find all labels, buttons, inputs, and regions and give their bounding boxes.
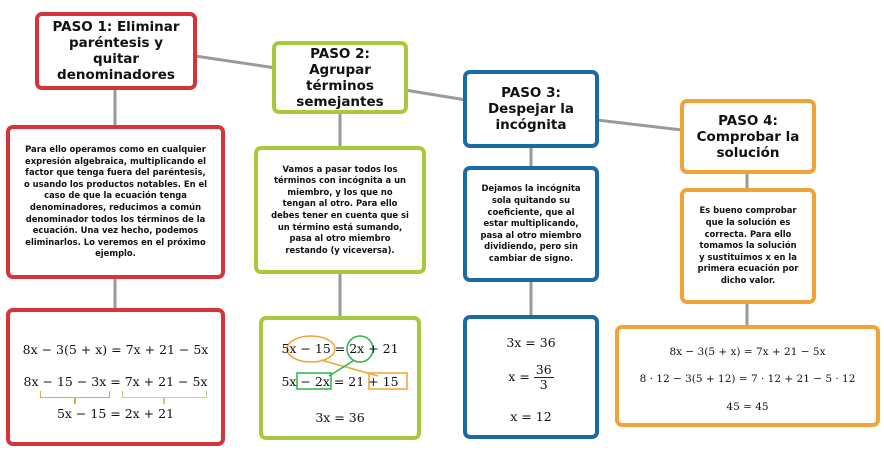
step1-green-stem <box>163 398 165 404</box>
connector-step3-step4 <box>596 118 683 132</box>
step4-example-box: 8x − 3(5 + x) = 7x + 21 − 5x 8 · 12 − 3(… <box>615 325 880 427</box>
step1-example-line1: 8x − 3(5 + x) = 7x + 21 − 5x <box>22 342 209 357</box>
step3-description-box: Dejamos la incógnita sola quitando su co… <box>463 166 599 282</box>
step4-title: PASO 4: Comprobar la solución <box>696 112 800 161</box>
step3-example-box: 3x = 36 x = 36 3 x = 12 <box>463 315 599 439</box>
step3-example-line3: x = 12 <box>510 409 552 424</box>
step2-example-line2: 5x − 2x = 21 + 15 <box>281 374 399 389</box>
step4-description-box: Es bueno comprobar que la solución es co… <box>680 188 816 304</box>
step3-fraction-denominator: 3 <box>539 377 548 392</box>
step2-example-box: 5x − 15 = 2x + 21 5x − 2x = 21 + 15 3x =… <box>259 316 421 440</box>
step3-description: Dejamos la incógnita sola quitando su co… <box>480 183 582 263</box>
step4-example-line3: 45 = 45 <box>726 401 769 413</box>
step2-annotations <box>286 335 408 390</box>
step1-title-box: PASO 1: Eliminar paréntesis y quitar den… <box>35 12 197 90</box>
step3-fraction: 36 3 <box>533 362 554 392</box>
step2-title-box: PASO 2: Agrupar términos semejantes <box>272 41 408 114</box>
step2-description-box: Vamos a pasar todos los términos con inc… <box>254 146 426 274</box>
step1-example-line2: 8x − 15 − 3x = 7x + 21 − 5x <box>23 374 208 389</box>
step4-title-box: PASO 4: Comprobar la solución <box>680 99 816 174</box>
step1-title: PASO 1: Eliminar paréntesis y quitar den… <box>52 19 180 83</box>
step2-example-line1: 5x − 15 = 2x + 21 <box>281 341 399 356</box>
step1-description: Para ello operamos como en cualquier exp… <box>23 144 208 259</box>
step1-orange-stem <box>74 398 76 404</box>
step2-description: Vamos a pasar todos los términos con inc… <box>271 163 409 255</box>
step3-title: PASO 3: Despejar la incógnita <box>487 85 575 133</box>
step3-line2-lhs: x = <box>508 369 530 384</box>
step3-example-line2: x = 36 3 <box>467 363 595 392</box>
step4-example-line2: 8 · 12 − 3(5 + 12) = 7 · 12 + 21 − 5 · 1… <box>639 373 856 385</box>
step3-fraction-numerator: 36 <box>533 362 554 378</box>
step4-example-line1: 8x − 3(5 + x) = 7x + 21 − 5x <box>669 346 826 358</box>
step1-orange-bracket <box>40 391 110 398</box>
connector-step2-step3 <box>404 88 467 102</box>
step2-example-line3: 3x = 36 <box>315 410 365 425</box>
step1-example-box: 8x − 3(5 + x) = 7x + 21 − 5x 8x − 15 − 3… <box>6 308 225 446</box>
step1-green-bracket <box>122 391 207 398</box>
step3-title-box: PASO 3: Despejar la incógnita <box>463 70 599 148</box>
step3-example-line1: 3x = 36 <box>506 335 556 350</box>
step4-description: Es bueno comprobar que la solución es co… <box>697 205 799 285</box>
step1-description-box: Para ello operamos como en cualquier exp… <box>6 125 225 279</box>
connector-step1-step2 <box>194 54 277 70</box>
step2-title: PASO 2: Agrupar términos semejantes <box>296 45 384 110</box>
step1-example-line3: 5x − 15 = 2x + 21 <box>56 406 175 421</box>
